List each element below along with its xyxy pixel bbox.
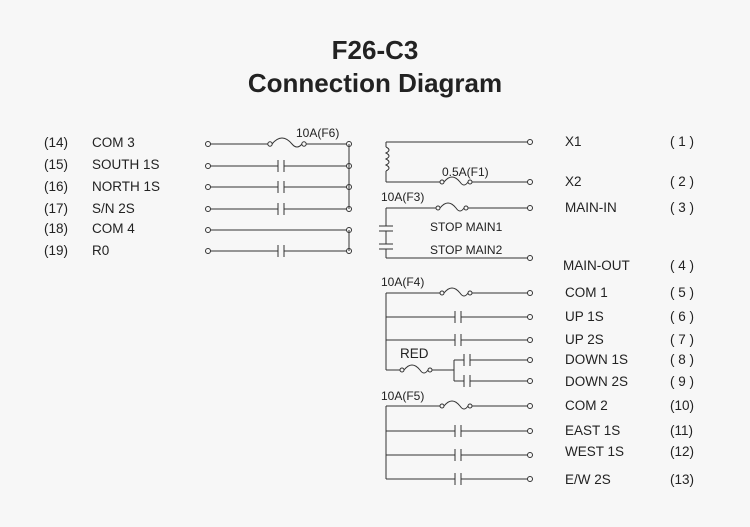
terminal-label: EAST 1S xyxy=(565,423,620,438)
terminal-label: UP 1S xyxy=(565,309,604,324)
wire-com4 xyxy=(205,227,352,233)
terminal-number: ( 2 ) xyxy=(670,174,694,189)
terminal-number: ( 6 ) xyxy=(670,309,694,324)
transformer-coil xyxy=(384,139,533,186)
red-label: RED xyxy=(400,346,429,361)
terminal-number: ( 5 ) xyxy=(670,285,694,300)
wire-com3 xyxy=(205,137,352,148)
terminal-number: ( 4 ) xyxy=(670,258,694,273)
right-terminal-list: X1 ( 1 ) X2 ( 2 ) MAIN-IN ( 3 ) MAIN-OUT… xyxy=(563,134,694,487)
fuse-f1-label: 0.5A(F1) xyxy=(442,165,489,179)
main-circuit xyxy=(379,202,533,261)
terminal-number: (16) xyxy=(44,179,68,194)
terminal-label: UP 2S xyxy=(565,332,604,347)
stop-main2-label: STOP MAIN2 xyxy=(430,243,503,257)
fuse-f6-label: 10A(F6) xyxy=(296,126,339,140)
wire-r0 xyxy=(205,245,352,257)
terminal-number: (18) xyxy=(44,221,68,236)
wire-south1s xyxy=(205,160,352,172)
com2-group xyxy=(385,400,533,485)
terminal-label: COM 2 xyxy=(565,398,608,413)
terminal-label: X1 xyxy=(565,134,582,149)
terminal-label: SOUTH 1S xyxy=(92,157,160,172)
terminal-label: COM 1 xyxy=(565,285,608,300)
terminal-label: R0 xyxy=(92,243,109,258)
left-circuit: 10A(F6) xyxy=(205,126,352,257)
terminal-label: DOWN 2S xyxy=(565,374,628,389)
terminal-number: (13) xyxy=(670,472,694,487)
terminal-label: COM 3 xyxy=(92,135,135,150)
terminal-label: NORTH 1S xyxy=(92,179,160,194)
terminal-number: ( 8 ) xyxy=(670,352,694,367)
terminal-number: ( 1 ) xyxy=(670,134,694,149)
fuse-f4-label: 10A(F4) xyxy=(381,275,424,289)
wire-sn2s xyxy=(205,203,352,215)
left-terminal-15: (15) SOUTH 1S xyxy=(44,157,160,172)
left-terminal-14: (14) COM 3 xyxy=(44,135,135,150)
wire-north1s xyxy=(205,181,352,193)
terminal-label: S/N 2S xyxy=(92,201,135,216)
terminal-number: (17) xyxy=(44,201,68,216)
terminal-number: (15) xyxy=(44,157,68,172)
terminal-label: MAIN-OUT xyxy=(563,258,630,273)
left-terminal-18: (18) COM 4 xyxy=(44,221,135,236)
left-terminal-17: (17) S/N 2S xyxy=(44,201,135,216)
left-terminal-16: (16) NORTH 1S xyxy=(44,179,160,194)
terminal-label: MAIN-IN xyxy=(565,200,617,215)
right-circuit: 0.5A(F1) 10A(F3) STOP MAIN1 STOP MAIN2 xyxy=(379,139,533,485)
terminal-label: COM 4 xyxy=(92,221,135,236)
diagram-title-model: F26-C3 xyxy=(332,35,419,65)
terminal-label: E/W 2S xyxy=(565,472,611,487)
terminal-number: (19) xyxy=(44,243,68,258)
terminal-number: ( 3 ) xyxy=(670,200,694,215)
com1-group xyxy=(385,287,533,387)
stop-main1-label: STOP MAIN1 xyxy=(430,220,503,234)
terminal-number: (14) xyxy=(44,135,68,150)
terminal-number: (11) xyxy=(670,423,693,438)
fuse-f3-label: 10A(F3) xyxy=(381,190,424,204)
terminal-label: X2 xyxy=(565,174,582,189)
left-terminal-list: (14) COM 3 (15) SOUTH 1S (16) NORTH 1S (… xyxy=(44,135,160,258)
terminal-number: (12) xyxy=(670,444,694,459)
terminal-label: WEST 1S xyxy=(565,444,624,459)
terminal-number: (10) xyxy=(670,398,694,413)
left-terminal-19: (19) R0 xyxy=(44,243,109,258)
terminal-label: DOWN 1S xyxy=(565,352,628,367)
terminal-number: ( 9 ) xyxy=(670,374,694,389)
diagram-title: Connection Diagram xyxy=(248,68,502,98)
fuse-f5-label: 10A(F5) xyxy=(381,389,424,403)
terminal-number: ( 7 ) xyxy=(670,332,694,347)
